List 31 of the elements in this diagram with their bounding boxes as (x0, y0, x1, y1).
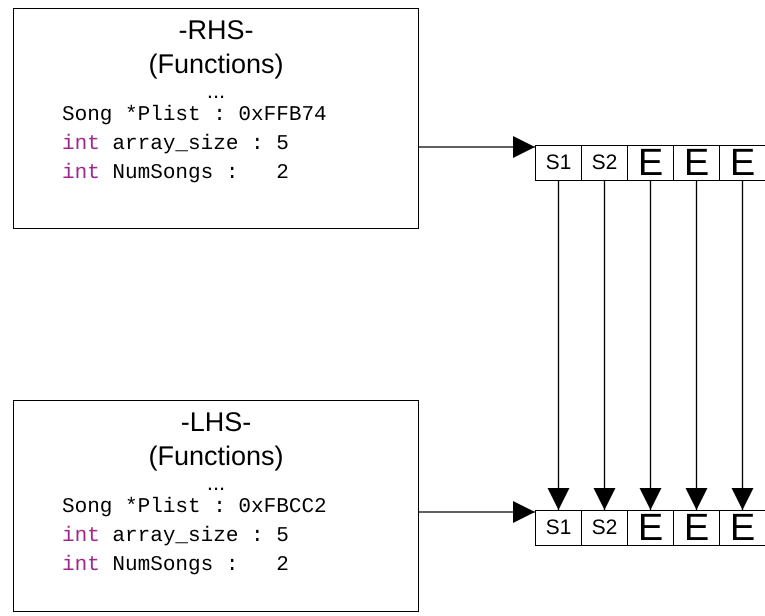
variable-declaration: int array_size : 5 (62, 132, 289, 158)
frame-heading: (Functions) (148, 48, 284, 81)
variable-declaration: Song *Plist : 0xFBCC2 (62, 495, 327, 521)
frame-heading: -LHS- (180, 406, 252, 439)
variable-declaration: int NumSongs : 2 (62, 161, 289, 187)
arrow (594, 181, 616, 510)
frame-heading: (Functions) (148, 440, 284, 473)
array-cell: E (673, 145, 720, 181)
arrow (732, 181, 754, 510)
stack-frame-box (13, 8, 419, 229)
array-cell: E (627, 145, 674, 181)
arrow (419, 501, 535, 523)
variable-declaration: int NumSongs : 2 (62, 553, 289, 579)
ellipsis: ... (206, 473, 226, 493)
array-cell: E (673, 510, 720, 546)
stack-frame-box (13, 400, 419, 612)
frame-heading: -RHS- (178, 14, 254, 47)
arrow (548, 181, 570, 510)
array-cell: S2 (581, 510, 628, 546)
array-cell: E (627, 510, 674, 546)
arrow (686, 181, 708, 510)
variable-declaration: Song *Plist : 0xFFB74 (62, 103, 327, 129)
ellipsis: ... (206, 81, 226, 101)
array-cell: S1 (535, 510, 582, 546)
array-cell: E (719, 145, 765, 181)
arrow (640, 181, 662, 510)
array-cell: S2 (581, 145, 628, 181)
array-cell: S1 (535, 145, 582, 181)
arrow (419, 136, 535, 158)
array-cell: E (719, 510, 765, 546)
variable-declaration: int array_size : 5 (62, 524, 289, 550)
